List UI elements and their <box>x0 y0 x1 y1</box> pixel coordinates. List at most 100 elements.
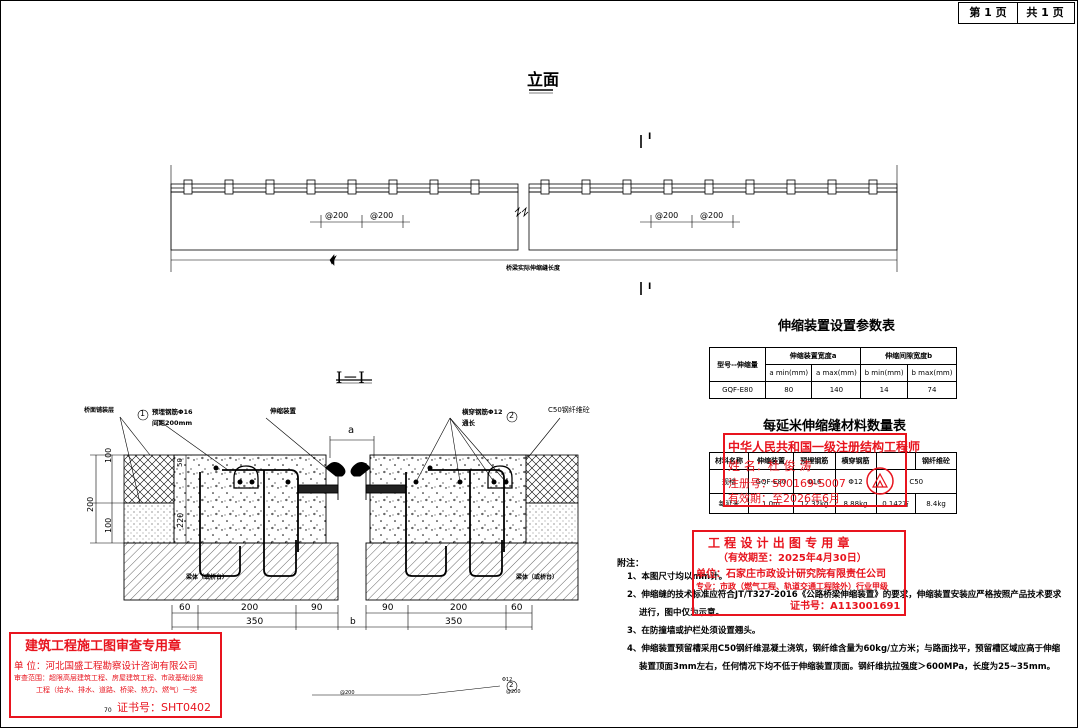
notes-list: 1、本图尺寸均以mm计。 2、伸缩缝的技术标准应符合JT/T327-2016《公… <box>627 568 1061 676</box>
bottom-dim: 60 <box>511 603 523 613</box>
rebar-clip <box>306 179 316 195</box>
spacing-label: @200 <box>700 211 724 220</box>
notes-heading: 附注： <box>617 559 645 569</box>
gap-a-label: a <box>348 425 355 436</box>
review-stamp-line: 建筑工程施工图审查专用章 <box>25 639 182 654</box>
design-stamp-line: （有效期至：2025年4月30日） <box>718 553 867 564</box>
rebar-clip <box>429 179 439 195</box>
rebar-clip <box>786 179 796 195</box>
rebar-clip <box>470 179 480 195</box>
rebar-clip <box>265 179 275 195</box>
param-header: 伸缩间隙宽度b <box>860 347 957 365</box>
design-stamp-line: 单位：石家庄市政设计研究院有限责任公司 <box>696 569 886 580</box>
section-mark-top: I <box>648 132 652 142</box>
rebar-clip <box>581 179 591 195</box>
dim-label: 100 <box>104 517 113 533</box>
beam-label-right: 梁体（或桥台） <box>516 574 559 581</box>
note-item: 2、伸缩缝的技术标准应符合JT/T327-2016《公路桥梁伸缩装置》的要求，伸… <box>627 590 1062 600</box>
param-subheader: a max(mm) <box>811 364 862 382</box>
note-item: 进行，图中仅为示意。 <box>639 608 725 618</box>
design-stamp-line: 证书号：A113001691 <box>790 601 901 612</box>
material-cell: 8.4kg <box>915 493 957 514</box>
bottom-note: @200 <box>340 690 355 696</box>
dim-label: 50 <box>176 458 184 467</box>
rebar2-label: 横穿钢筋Φ12 <box>462 408 503 416</box>
bottom-dim: 90 <box>382 603 394 613</box>
engineer-stamp-line: 中华人民共和国一级注册结构工程师 <box>728 440 921 454</box>
paving-label: 桥面铺装层 <box>84 407 115 414</box>
review-stamp: 建筑工程施工图审查专用章 单 位：河北国盛工程勘察设计咨询有限公司 审查范围：超… <box>9 632 222 718</box>
dim-70: 70 <box>104 707 112 714</box>
material-cell: 规格 <box>709 469 749 494</box>
rebar-clip <box>704 179 714 195</box>
bottom-dim: 60 <box>179 603 191 613</box>
device-label: 伸缩装置 <box>270 407 296 415</box>
param-table-title: 伸缩装置设置参数表 <box>778 319 896 334</box>
review-stamp-line: 审查范围：超限高层建筑工程、房屋建筑工程、市政基础设施 <box>14 674 203 682</box>
bottom-dim: 90 <box>311 603 323 613</box>
dim-label: 100 <box>104 447 113 463</box>
engineer-stamp-line: 有效期：至2026年6月 <box>728 492 840 505</box>
note-item: 4、伸缩装置预留槽采用C50钢纤维混凝土浇筑，钢纤维含量为60kg/立方米；与路… <box>627 644 1061 654</box>
rebar-clip <box>745 179 755 195</box>
bottom-note: Φ12 <box>502 677 513 683</box>
param-cell: 140 <box>811 381 862 399</box>
concrete-label: C50钢纤维砼 <box>548 406 590 414</box>
bottom-dim: 200 <box>450 603 468 613</box>
review-stamp-line: 证书号：SHT0402 <box>117 701 211 714</box>
param-cell: GQF-E80 <box>709 381 766 399</box>
design-stamp-line: 工 程 设 计 出 图 专 用 章 <box>708 536 850 550</box>
bottom-dim: 200 <box>241 603 259 613</box>
section-title: I－I <box>336 368 365 387</box>
rebar2-len: 通长 <box>462 419 475 427</box>
material-cell: 8.88kg <box>834 493 877 514</box>
elevation-title: 立面 <box>527 70 560 89</box>
material-cell: 1.0m <box>748 493 794 514</box>
material-table: 材料名称 伸缩装置 预埋钢筋 横穿钢筋 钢纤维砼 规格 GQF-E80 Φ16 … <box>709 452 957 514</box>
seal-icon <box>866 467 894 495</box>
design-stamp-line: 专业：市政（燃气工程、轨道交通工程除外）行业甲级 <box>696 582 888 591</box>
param-cell: 80 <box>764 381 813 399</box>
bottom-note: @200 <box>506 689 521 695</box>
design-stamp: 工 程 设 计 出 图 专 用 章 （有效期至：2025年4月30日） 单位：石… <box>692 530 906 616</box>
spacing-label: @200 <box>370 211 394 220</box>
bottom-dim: b <box>350 617 356 627</box>
rebar1-label: 预埋钢筋Φ16 <box>152 408 193 416</box>
section-mark-bottom: I <box>648 282 652 292</box>
dim-label: 200 <box>86 496 95 512</box>
rebar-clip <box>622 179 632 195</box>
rebar-clip <box>827 179 837 195</box>
note-item: 3、在防撞墙或护栏处须设置翘头。 <box>627 626 761 636</box>
rebar-clip <box>868 179 878 195</box>
rebar-clip <box>224 179 234 195</box>
param-cell: 74 <box>906 381 958 399</box>
engineer-stamp-line: 注册号：S00169-S007 <box>728 477 846 490</box>
beam-label-left: 梁体（或桥台） <box>186 574 229 581</box>
spacing-label: @200 <box>325 211 349 220</box>
rebar1-num: 1 <box>140 409 146 418</box>
rebar-clip <box>183 179 193 195</box>
bottom-num: 2 <box>509 681 514 689</box>
length-label: 桥梁实际伸缩缝长度 <box>506 265 561 272</box>
rebar-clip <box>663 179 673 195</box>
material-header: 钢纤维砼 <box>915 452 957 470</box>
page-total: 共 1 页 <box>1016 2 1075 24</box>
rebar2-num: 2 <box>509 411 515 420</box>
engineer-stamp: 中华人民共和国一级注册结构工程师 姓 名：杜 俊 涛 注册号：S00169-S0… <box>723 433 920 507</box>
material-cell: 每延米 <box>709 493 749 514</box>
param-subheader: b max(mm) <box>906 364 958 382</box>
rebar-clip <box>388 179 398 195</box>
note-item: 装置顶面3mm左右，任何情况下均不低于伸缩装置顶面。钢纤维抗拉强度＞600MPa… <box>639 662 1056 672</box>
rebar-clip <box>540 179 550 195</box>
rebar-clip <box>347 179 357 195</box>
param-subheader: a min(mm) <box>764 364 813 382</box>
param-header: 型号--伸缩量 <box>709 347 766 382</box>
dim-label: 220 <box>176 512 185 528</box>
param-header: 伸缩装置宽度a <box>764 347 862 365</box>
param-table: 型号--伸缩量 伸缩装置宽度a 伸缩间隙宽度b a min(mm) a max(… <box>709 347 958 399</box>
review-stamp-line: 工程（给水、排水、道路、桥梁、热力、燃气）一类 <box>36 686 197 694</box>
bottom-dim: 350 <box>445 617 463 627</box>
review-stamp-line: 单 位：河北国盛工程勘察设计咨询有限公司 <box>14 661 198 672</box>
